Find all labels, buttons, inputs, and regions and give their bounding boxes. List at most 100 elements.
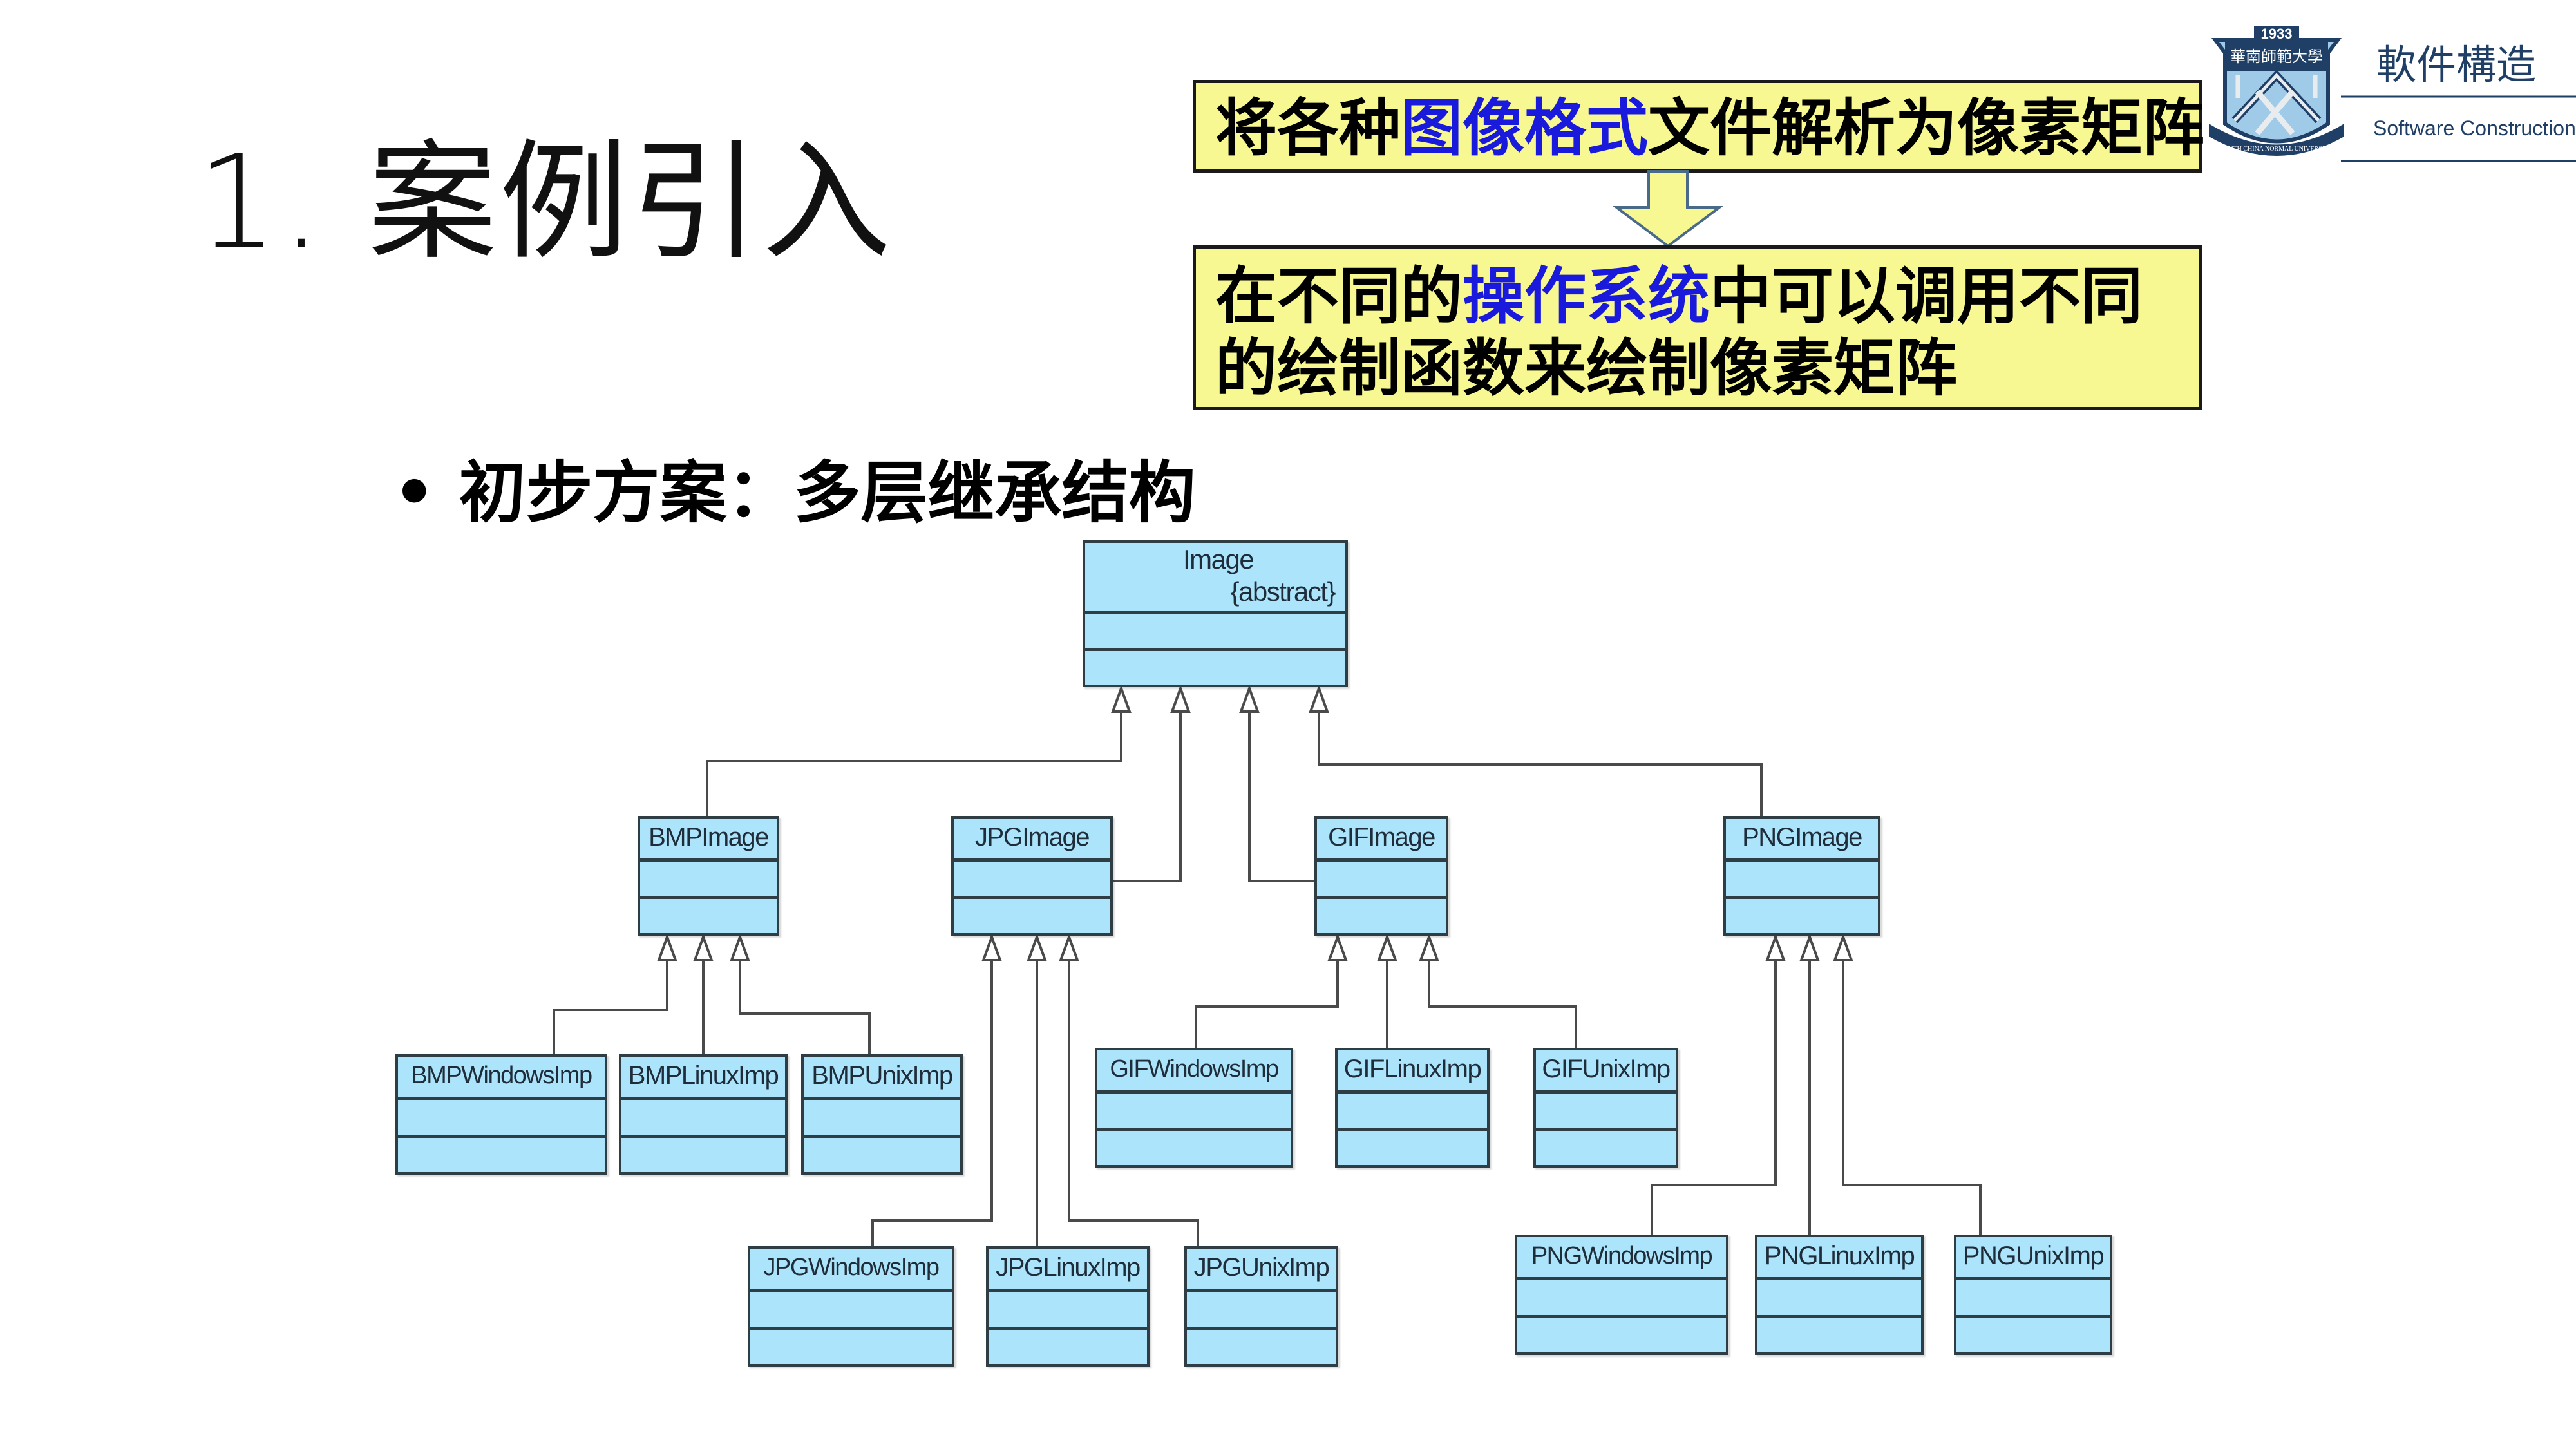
bullet-text: 初步方案：多层继承结构 [459, 453, 1196, 532]
class-name: JPGWindowsImp [750, 1249, 952, 1292]
class-name: BMPWindowsImp [398, 1057, 605, 1100]
uml-class-gifimage[interactable]: GIFImage [1314, 816, 1448, 936]
generalization-arrowhead-icon [1765, 933, 1786, 961]
operations-compartment [750, 1330, 952, 1365]
generalization-arrowhead-icon [1309, 685, 1329, 713]
operations-compartment [1536, 1131, 1676, 1165]
attributes-compartment [1187, 1292, 1336, 1330]
uml-class-jpgimage[interactable]: JPGImage [951, 816, 1113, 936]
generalization-line [1195, 960, 1339, 1048]
logo-university-cn: 華南師範大學 [2230, 48, 2323, 66]
uml-class-bmpimage[interactable]: BMPImage [638, 816, 779, 936]
callout-draw-per-os: 在不同的操作系统中可以调用不同的绘制函数来绘制像素矩阵 [1193, 245, 2202, 410]
class-name: GIFLinuxImp [1338, 1050, 1487, 1094]
operations-compartment [989, 1330, 1147, 1365]
attributes-compartment [621, 1100, 785, 1138]
generalization-line [1428, 960, 1577, 1048]
logo-course-en: Software Construction [2373, 117, 2576, 140]
generalization-arrowhead-icon [693, 933, 714, 961]
generalization-arrowhead-icon [1027, 933, 1047, 961]
operations-compartment [954, 899, 1110, 933]
generalization-arrowhead-icon [1327, 933, 1348, 961]
university-crest-icon [2209, 26, 2344, 156]
course-logo: 1933 華南師範大學 SOUTH CHINA NORMAL UNIVERSIT… [2209, 26, 2576, 162]
uml-class-pnglinuximp[interactable]: PNGLinuxImp [1755, 1235, 1924, 1355]
attributes-compartment [1536, 1094, 1676, 1131]
logo-year: 1933 [2261, 26, 2293, 42]
generalization-arrowhead-icon [981, 933, 1002, 961]
class-name: BMPUnixImp [804, 1057, 960, 1100]
uml-class-jpglinuximp[interactable]: JPGLinuxImp [986, 1246, 1150, 1367]
generalization-line [1113, 712, 1182, 882]
down-arrow-icon [1613, 170, 1723, 248]
operations-compartment [1085, 651, 1345, 685]
generalization-arrowhead-icon [1799, 933, 1820, 961]
class-name: JPGUnixImp [1187, 1249, 1336, 1292]
operations-compartment [1187, 1330, 1336, 1365]
generalization-arrowhead-icon [1833, 933, 1853, 961]
generalization-line [871, 960, 993, 1246]
operations-compartment [1338, 1131, 1487, 1165]
generalization-arrowhead-icon [1239, 685, 1260, 713]
attributes-compartment [1956, 1280, 2110, 1318]
uml-class-pnguniximp[interactable]: PNGUnixImp [1954, 1235, 2112, 1355]
logo-course-cn: 軟件構造 [2376, 41, 2536, 88]
operations-compartment [1517, 1318, 1726, 1353]
attributes-compartment [954, 862, 1110, 899]
class-name: PNGUnixImp [1956, 1237, 2110, 1280]
uml-class-pngimage[interactable]: PNGImage [1723, 816, 1880, 936]
operations-compartment [1726, 899, 1878, 933]
attributes-compartment [1726, 862, 1878, 899]
attributes-compartment [1757, 1280, 1921, 1318]
uml-class-jpgwindowsimp[interactable]: JPGWindowsImp [748, 1246, 954, 1367]
uml-class-bmpuniximp[interactable]: BMPUnixImp [801, 1054, 963, 1175]
uml-class-gifwindowsimp[interactable]: GIFWindowsImp [1095, 1048, 1293, 1168]
generalization-line [1068, 960, 1199, 1246]
class-name: GIFWindowsImp [1097, 1050, 1291, 1094]
attributes-compartment [640, 862, 777, 899]
uml-class-bmplinuximp[interactable]: BMPLinuxImp [619, 1054, 788, 1175]
generalization-arrowhead-icon [1170, 685, 1191, 713]
generalization-line [1651, 960, 1777, 1235]
operations-compartment [804, 1138, 960, 1173]
generalization-arrowhead-icon [1059, 933, 1079, 961]
uml-class-pngwindowsimp[interactable]: PNGWindowsImp [1515, 1235, 1728, 1355]
generalization-arrowhead-icon [1419, 933, 1439, 961]
attributes-compartment [1085, 614, 1345, 651]
class-name: GIFUnixImp [1536, 1050, 1676, 1094]
bullet-item: •初步方案：多层继承结构 [393, 438, 1196, 535]
generalization-arrowhead-icon [657, 933, 677, 961]
operations-compartment [1317, 899, 1446, 933]
callout-text: 将各种 [1215, 92, 1401, 164]
generalization-arrowhead-icon [1111, 685, 1132, 713]
logo-university-en: SOUTH CHINA NORMAL UNIVERSITY [2221, 146, 2333, 153]
slide-title: 1. 案例引入 [196, 128, 894, 278]
operations-compartment [1097, 1131, 1291, 1165]
generalization-line [1318, 712, 1763, 816]
attributes-compartment [1317, 862, 1446, 899]
attributes-compartment [1338, 1094, 1487, 1131]
class-name: GIFImage [1317, 819, 1446, 862]
uml-class-bmpwindowsimp[interactable]: BMPWindowsImp [395, 1054, 607, 1175]
class-name-compartment: Image {abstract} [1085, 543, 1345, 614]
uml-class-giflinuximp[interactable]: GIFLinuxImp [1335, 1048, 1490, 1168]
callout-text: 在不同的 [1215, 260, 1463, 332]
generalization-line [553, 960, 668, 1054]
operations-compartment [640, 899, 777, 933]
callout-highlight: 操作系统 [1463, 260, 1710, 332]
class-name: JPGImage [954, 819, 1110, 862]
callout-parse-formats: 将各种图像格式文件解析为像素矩阵 [1193, 80, 2204, 173]
attributes-compartment [1097, 1094, 1291, 1131]
uml-class-gifuniximp[interactable]: GIFUnixImp [1533, 1048, 1678, 1168]
class-name: Image [1183, 544, 1255, 574]
class-name: BMPLinuxImp [621, 1057, 785, 1100]
uml-class-jpguniximp[interactable]: JPGUnixImp [1184, 1246, 1338, 1367]
class-name: JPGLinuxImp [989, 1249, 1147, 1292]
operations-compartment [621, 1138, 785, 1173]
generalization-arrowhead-icon [1377, 933, 1397, 961]
generalization-line [706, 712, 1122, 816]
class-name: PNGLinuxImp [1757, 1237, 1921, 1280]
uml-class-image[interactable]: Image {abstract} [1083, 540, 1348, 687]
attributes-compartment [750, 1292, 952, 1330]
